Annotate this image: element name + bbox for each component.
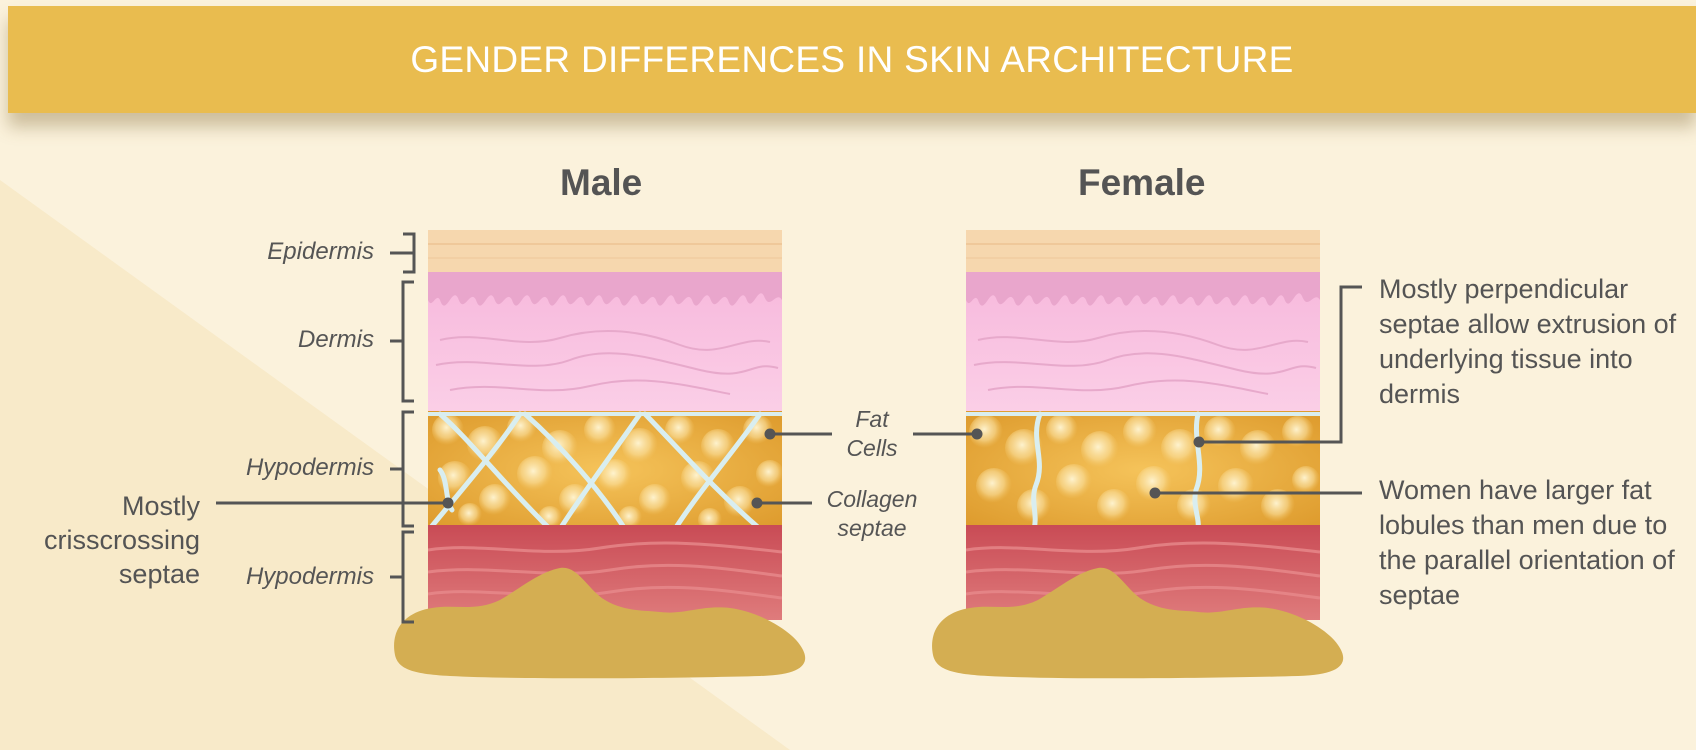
male-septae-annotation: Mostly crisscrossing septae	[44, 489, 200, 591]
perpendicular-septae-annotation: Mostly perpendicular septae allow extrus…	[1379, 272, 1679, 412]
collagen-septae-label: Collagen septae	[812, 485, 932, 543]
hypodermis-lower-label: Hypodermis	[246, 563, 374, 591]
fat-cells-line2: Cells	[822, 434, 922, 463]
male-septae-line1: Mostly	[44, 489, 200, 523]
female-skin-cross-section	[932, 230, 1343, 678]
epidermis-label: Epidermis	[267, 238, 374, 266]
female-epidermis	[966, 230, 1320, 276]
male-septae-line2: crisscrossing	[44, 523, 200, 557]
male-epidermis	[428, 230, 782, 276]
male-skin-cross-section	[394, 230, 805, 678]
fat-cells-line1: Fat	[822, 405, 922, 434]
male-septae-line3: septae	[44, 557, 200, 591]
dermis-label: Dermis	[298, 326, 374, 354]
fat-lobules-annotation: Women have larger fat lobules than men d…	[1379, 473, 1679, 613]
hypodermis-label: Hypodermis	[246, 454, 374, 482]
header-banner: GENDER DIFFERENCES IN SKIN ARCHITECTURE	[8, 6, 1696, 113]
collagen-septae-line1: Collagen	[812, 485, 932, 514]
collagen-septae-line2: septae	[812, 514, 932, 543]
female-panel-title: Female	[1078, 162, 1206, 204]
fat-cells-label: Fat Cells	[822, 405, 922, 463]
male-panel-title: Male	[560, 162, 642, 204]
page-title: GENDER DIFFERENCES IN SKIN ARCHITECTURE	[410, 39, 1293, 81]
